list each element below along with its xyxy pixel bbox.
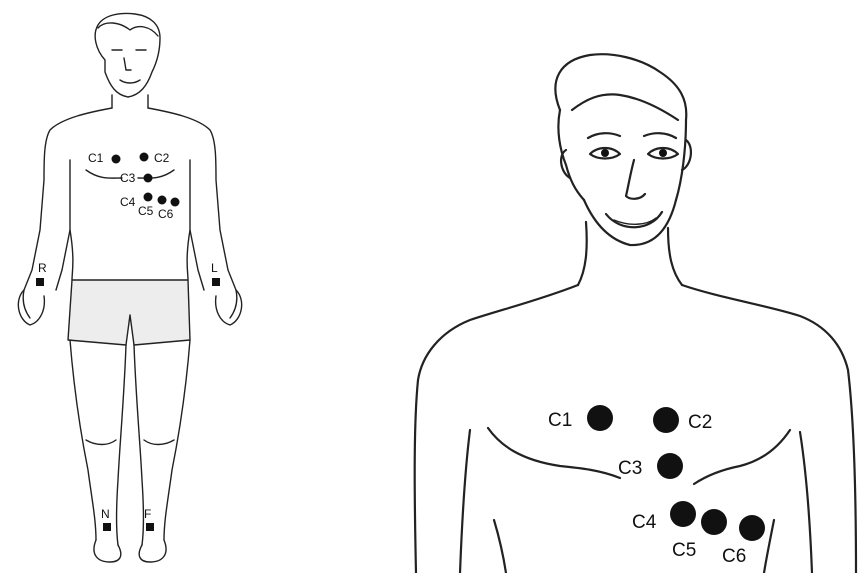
large-pupil-right bbox=[659, 149, 667, 157]
small-electrode-C4 bbox=[144, 193, 153, 202]
large-electrode-C6 bbox=[739, 515, 765, 541]
small-eyes bbox=[112, 50, 146, 83]
large-electrode-C3 bbox=[657, 453, 683, 479]
large-electrode-C1 bbox=[587, 405, 613, 431]
small-electrode-C2 bbox=[140, 153, 149, 162]
large-label-C4: C4 bbox=[632, 512, 657, 533]
small-knees bbox=[86, 440, 174, 445]
small-label-C3: C3 bbox=[120, 171, 136, 185]
small-hair-outline bbox=[98, 23, 158, 36]
electrode-limb-L bbox=[212, 278, 220, 286]
large-pupil-left bbox=[601, 149, 609, 157]
large-chest-right bbox=[694, 430, 790, 484]
full-body-figure: C1 C2 C3 C4 C5 C6 R L N F bbox=[18, 13, 241, 562]
large-torso-figure: C1 C2 C3 C4 C5 C6 bbox=[415, 54, 856, 573]
small-shorts bbox=[68, 280, 190, 345]
small-label-L: L bbox=[211, 261, 218, 275]
large-chest-left bbox=[488, 428, 620, 478]
small-electrode-C3 bbox=[144, 174, 153, 183]
small-label-C2: C2 bbox=[154, 151, 170, 165]
small-electrode-C5 bbox=[158, 196, 167, 205]
small-label-N: N bbox=[101, 507, 110, 521]
large-label-C5: C5 bbox=[672, 540, 696, 561]
large-jaw bbox=[584, 200, 676, 245]
electrode-limb-R bbox=[36, 278, 44, 286]
large-electrode-C2 bbox=[653, 407, 679, 433]
small-label-C4: C4 bbox=[120, 195, 136, 209]
large-nose bbox=[626, 160, 645, 199]
small-label-C6: C6 bbox=[158, 207, 174, 221]
small-label-C1: C1 bbox=[88, 151, 104, 165]
small-head-outline bbox=[95, 13, 160, 97]
small-label-R: R bbox=[38, 261, 47, 275]
large-label-C3: C3 bbox=[618, 458, 642, 479]
small-electrode-C6 bbox=[171, 198, 180, 207]
large-label-C6: C6 bbox=[722, 546, 746, 567]
large-hair-outline bbox=[555, 54, 686, 200]
large-label-C2: C2 bbox=[688, 412, 712, 433]
large-neck bbox=[578, 222, 682, 285]
large-eyebrows bbox=[588, 133, 676, 138]
small-legs-outline bbox=[70, 340, 190, 545]
large-label-C1: C1 bbox=[548, 410, 572, 431]
small-feet bbox=[94, 540, 166, 562]
small-label-F: F bbox=[144, 507, 151, 521]
electrode-limb-N bbox=[103, 523, 111, 531]
large-hairline bbox=[572, 94, 678, 120]
small-label-C5: C5 bbox=[138, 204, 154, 218]
large-electrode-C5 bbox=[701, 509, 727, 535]
large-electrode-C4 bbox=[670, 501, 696, 527]
electrode-limb-F bbox=[146, 523, 154, 531]
small-electrode-C1 bbox=[112, 155, 121, 164]
small-waist bbox=[70, 230, 190, 280]
